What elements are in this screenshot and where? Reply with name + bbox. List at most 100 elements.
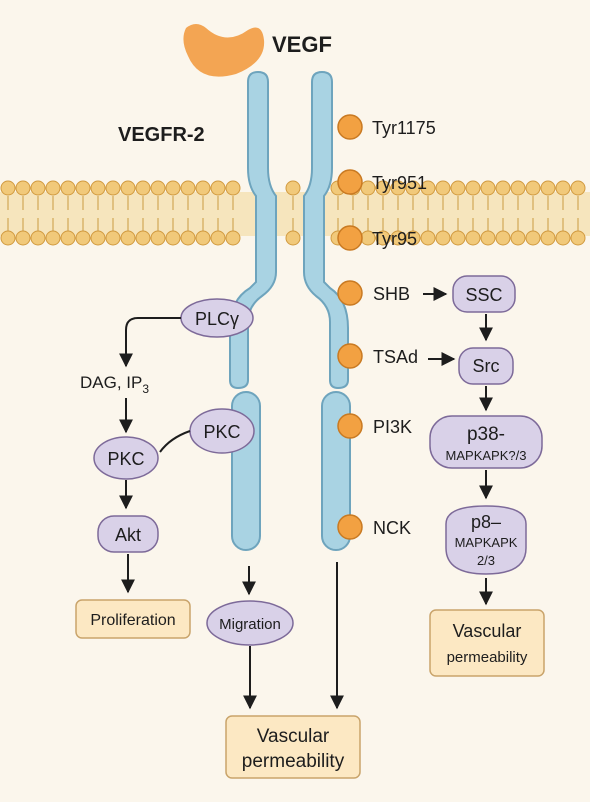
lipid-head	[0, 230, 16, 246]
p8-line1: p8–	[471, 512, 501, 532]
lipid-head	[375, 230, 391, 246]
migration-label: Migration	[219, 616, 281, 633]
tyr951-dot	[337, 169, 363, 195]
vegf-label: VEGF	[272, 32, 332, 57]
tsad-dot	[337, 343, 363, 369]
permeability-right-line2: permeability	[447, 649, 528, 666]
lipid-head	[90, 230, 106, 246]
lipid-head	[0, 180, 16, 196]
tyrosine-residues: Tyr1175 Tyr951 Tyr95	[337, 114, 436, 251]
p38-line1: p38-	[467, 424, 505, 445]
pkc-right-label: PKC	[203, 422, 240, 442]
lipid-head	[45, 180, 61, 196]
p38-node	[429, 415, 543, 469]
lipid-head	[510, 180, 526, 196]
nck-label: NCK	[373, 518, 411, 538]
pkc-left-node	[93, 436, 159, 480]
lipid-head	[495, 230, 511, 246]
p8-line3: 2/3	[477, 553, 495, 568]
plcg-to-dag-arrow	[119, 317, 181, 368]
lipid-head	[135, 180, 151, 196]
lipid-head	[405, 230, 421, 246]
nck-dot	[337, 514, 363, 540]
lipid-head	[180, 180, 196, 196]
lipid-head	[420, 230, 436, 246]
lipid-head	[30, 180, 46, 196]
left-pathway: PLCγ DAG, IP3 PKC PKC Akt Proliferation	[75, 298, 255, 639]
lipid-head	[390, 230, 406, 246]
permeability-center-line2: permeability	[242, 751, 345, 772]
akt-node	[97, 515, 159, 553]
pkc-left-label: PKC	[107, 449, 144, 469]
lipid-head	[165, 180, 181, 196]
vegfr2-label: VEGFR-2	[118, 124, 205, 146]
shb-dot	[337, 280, 363, 306]
lipid-head	[450, 230, 466, 246]
shb-label: SHB	[373, 284, 410, 304]
pi3k-dot	[337, 413, 363, 439]
vegf-ligand-shape	[183, 24, 265, 77]
tyr95-dot	[337, 225, 363, 251]
lipid-head	[15, 180, 31, 196]
lipid-head	[105, 230, 121, 246]
lipid-head	[450, 180, 466, 196]
proliferation-box	[75, 599, 191, 639]
lipid-head	[465, 230, 481, 246]
lipid-head	[540, 230, 556, 246]
right-pathway: SSC Src p38- MAPKAPK?/3 p8– MAPKAPK 2/3 …	[423, 275, 545, 677]
lipid-head	[435, 180, 451, 196]
vascular-permeability-center-box	[225, 715, 361, 779]
lipid-head	[465, 180, 481, 196]
tsad-label: TSAd	[373, 347, 418, 367]
lipid-head	[150, 180, 166, 196]
pi3k-label: PI3K	[373, 417, 412, 437]
lipid-head	[60, 230, 76, 246]
lipid-head	[150, 230, 166, 246]
lipid-head	[390, 180, 406, 196]
lipid-head	[540, 180, 556, 196]
permeability-center-line1: Vascular	[257, 726, 330, 747]
lipid-head	[570, 180, 586, 196]
lipid-head	[480, 180, 496, 196]
proliferation-label: Proliferation	[90, 612, 175, 629]
lipid-head	[420, 180, 436, 196]
receptor-chain-right-upper	[303, 70, 349, 390]
dag-ip3-label: DAG, IP3	[80, 373, 149, 396]
p8-node	[445, 505, 527, 575]
lipid-head	[285, 180, 301, 196]
lipid-head	[45, 230, 61, 246]
lipid-head	[210, 180, 226, 196]
src-label: Src	[473, 356, 500, 376]
lipid-head	[510, 230, 526, 246]
lipid-head	[60, 180, 76, 196]
migration-node	[206, 600, 294, 646]
lipid-head	[405, 180, 421, 196]
ssc-label: SSC	[465, 285, 502, 305]
p8-line2: MAPKAPK	[455, 535, 518, 550]
tyr95-label: Tyr95	[372, 229, 417, 249]
center-pathway: Migration Vascular permeability	[206, 562, 361, 779]
lipid-head	[30, 230, 46, 246]
lipid-head	[165, 230, 181, 246]
lipid-head	[285, 230, 301, 246]
lipid-head	[135, 230, 151, 246]
lipid-head	[120, 180, 136, 196]
lipid-head	[195, 230, 211, 246]
lipid-head	[180, 230, 196, 246]
lipid-head	[225, 230, 241, 246]
cell-membrane	[0, 180, 590, 246]
lipid-head	[195, 180, 211, 196]
src-node	[458, 347, 514, 385]
lipid-head	[525, 230, 541, 246]
tyr951-label: Tyr951	[372, 173, 427, 193]
lipid-head	[120, 230, 136, 246]
tyr1175-dot	[337, 114, 363, 140]
lipid-head	[435, 230, 451, 246]
lipid-head	[555, 230, 571, 246]
lipid-head	[210, 230, 226, 246]
vascular-permeability-right-box	[429, 609, 545, 677]
adaptor-proteins: SHB TSAd PI3K NCK	[337, 280, 418, 540]
lipid-head	[570, 230, 586, 246]
plcg-label: PLCγ	[195, 309, 239, 329]
